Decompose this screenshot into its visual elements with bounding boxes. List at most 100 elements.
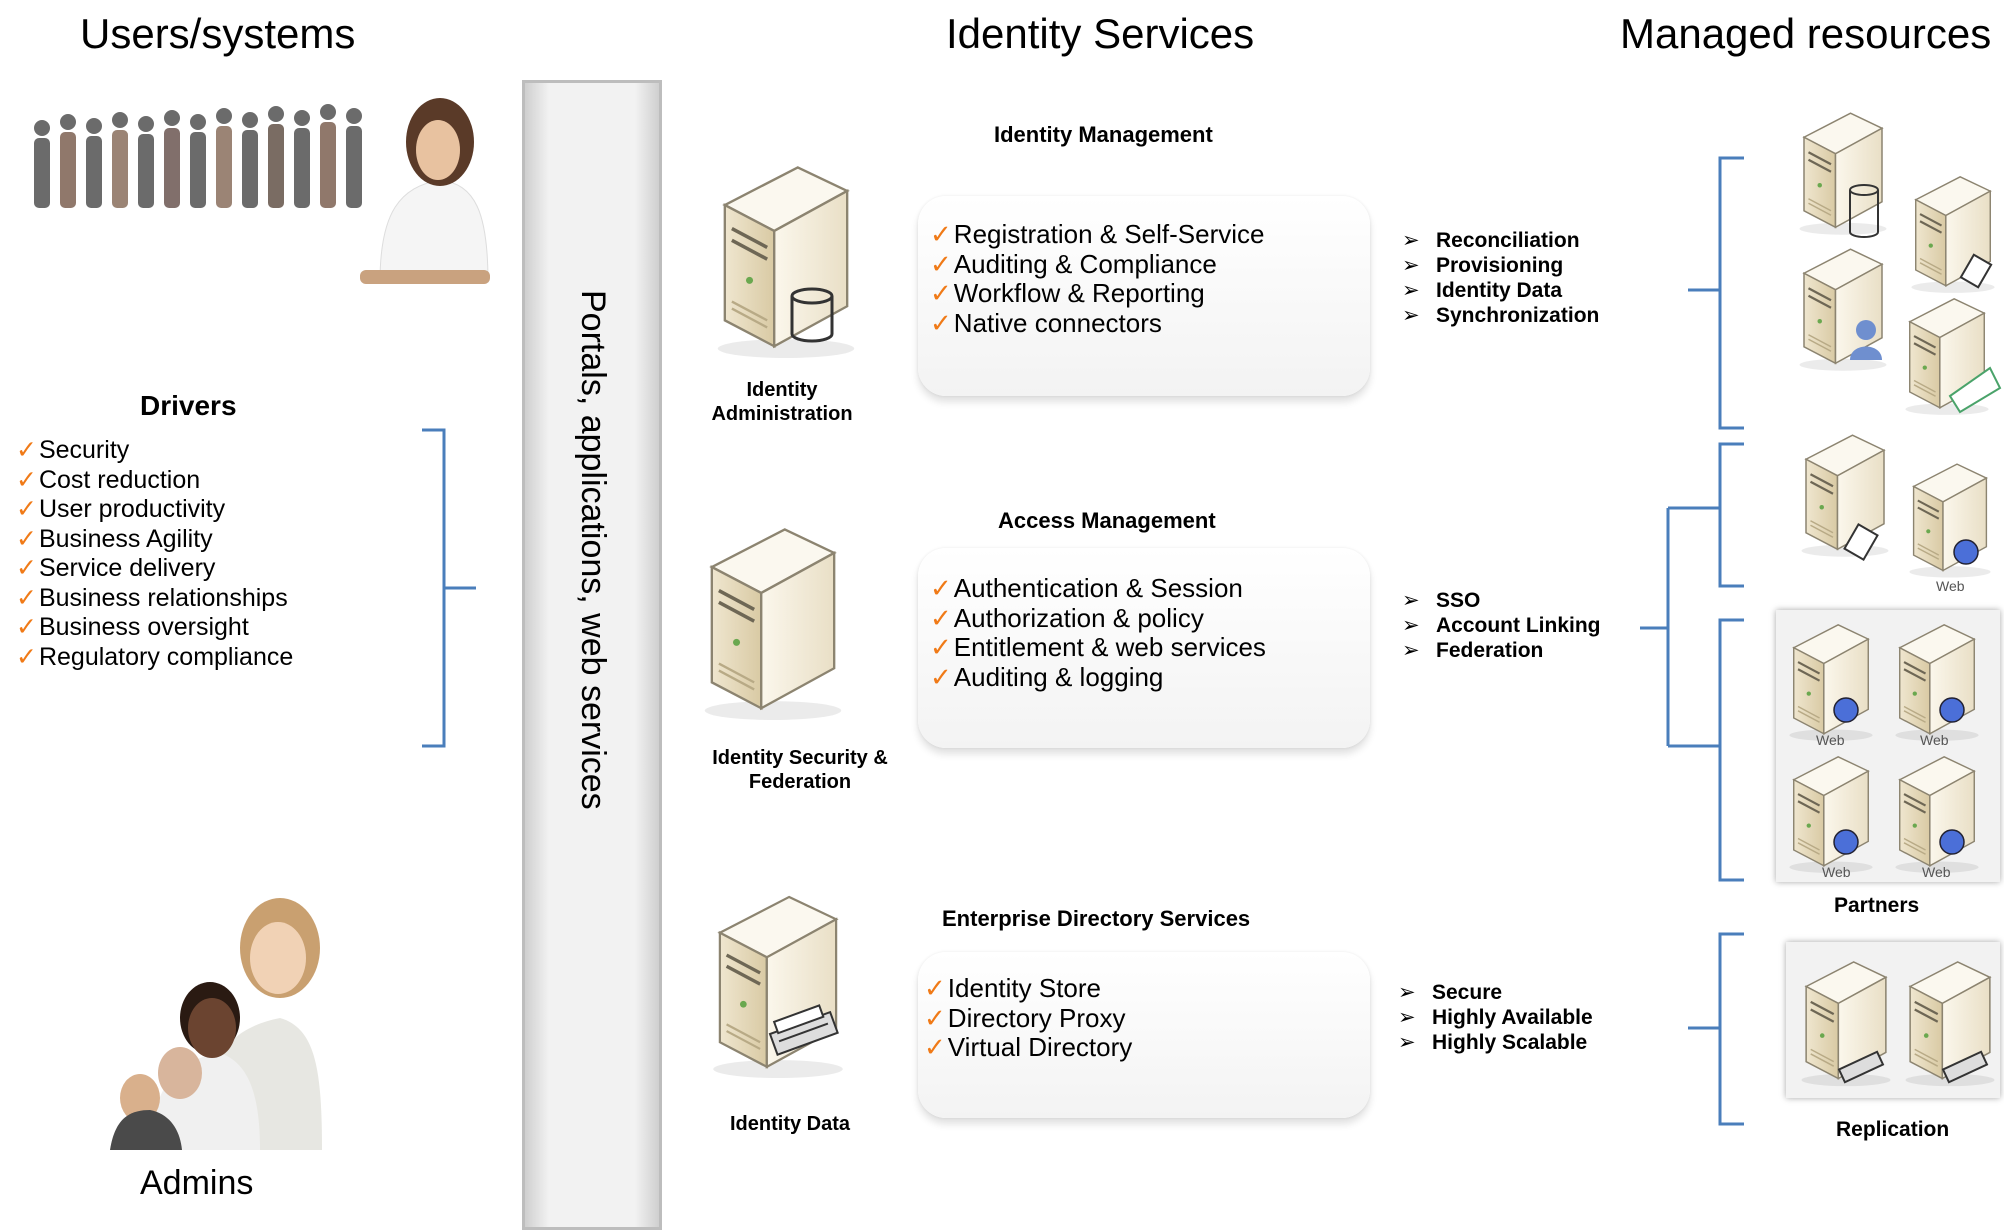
- identity-security-label: Identity Security & Federation: [712, 747, 888, 793]
- access-management-features: ✓Authentication & Session ✓Authorization…: [930, 573, 1266, 692]
- feature-item: ✓Registration & Self-Service: [930, 219, 1265, 249]
- feature-item: ✓Authorization & policy: [930, 602, 1204, 633]
- feature-item: ✓Entitlement & web services: [930, 632, 1266, 662]
- directory-services-title: Enterprise Directory Services: [942, 906, 1251, 931]
- bullet-item: ➢Secure: [1398, 981, 1503, 1004]
- database-icon: [790, 287, 834, 343]
- partners-label: Partners: [1834, 894, 1920, 917]
- driver-item: ✓Regulatory compliance: [16, 642, 294, 671]
- brace-internal-web: [1668, 442, 1744, 588]
- portals-bar: [522, 80, 662, 1230]
- feature-item: ✓Workflow & Reporting: [930, 278, 1205, 308]
- driver-item: ✓Business oversight: [16, 613, 249, 641]
- identity-management-box: [918, 196, 1370, 396]
- users-column-title: Users/systems: [80, 10, 356, 57]
- server-icon: [1798, 112, 1888, 236]
- resource-braces: [1640, 156, 1744, 1126]
- driver-item: ✓User productivity: [16, 495, 226, 523]
- drivers-list: ✓Security ✓Cost reduction ✓User producti…: [16, 436, 293, 672]
- users-group-photo: [34, 98, 490, 284]
- bullet-item: ➢Highly Available: [1398, 1006, 1593, 1029]
- driver-item: ✓Business Agility: [16, 524, 213, 553]
- printer-icon: [1837, 1050, 1885, 1084]
- printer-icon: [1941, 1050, 1989, 1084]
- bullet-item: ➢Synchronization: [1402, 304, 1600, 327]
- bullet-item: ➢Highly Scalable: [1398, 1031, 1588, 1054]
- people-photo: [110, 898, 322, 1150]
- printer-icon: [1948, 366, 2002, 414]
- brace-directory: [1688, 932, 1744, 1126]
- brace-access-management: [1640, 508, 1670, 746]
- identity-management-bullets: ➢Reconciliation ➢Provisioning ➢Identity …: [1402, 228, 1599, 328]
- access-management-title: Access Management: [998, 508, 1216, 533]
- bullet-item: ➢Reconciliation: [1402, 229, 1580, 252]
- resources-column-title: Managed resources: [1620, 10, 1992, 57]
- brace-identity-management: [1688, 156, 1744, 430]
- bullet-item: ➢Identity Data: [1402, 279, 1563, 302]
- globe-icon: [1939, 829, 1965, 855]
- server-icon: [702, 527, 844, 720]
- feature-item: ✓Auditing & logging: [930, 661, 1164, 692]
- bullet-item: ➢Account Linking: [1402, 614, 1601, 637]
- replication-label: Replication: [1836, 1118, 1950, 1141]
- feature-item: ✓Authentication & Session: [930, 573, 1243, 603]
- database-icon: [1849, 184, 1879, 238]
- globe-icon: [1953, 539, 1979, 565]
- printer-icon: [768, 1004, 839, 1056]
- feature-item: ✓Directory Proxy: [924, 1002, 1126, 1033]
- feature-item: ✓Virtual Directory: [924, 1032, 1133, 1062]
- internal-web-servers: [1800, 434, 1992, 578]
- directory-services-box: [918, 952, 1370, 1118]
- feature-item: ✓Native connectors: [930, 307, 1162, 338]
- identity-management-features: ✓Registration & Self-Service ✓Auditing &…: [930, 219, 1265, 338]
- feature-item: ✓Identity Store: [924, 973, 1101, 1003]
- globe-icon: [1833, 697, 1859, 723]
- directory-services-features: ✓Identity Store ✓Directory Proxy ✓Virtua…: [924, 973, 1133, 1063]
- server-icon: [1894, 623, 1980, 742]
- web-label: Web: [1922, 864, 1951, 880]
- identity-admin-label: Identity Administration: [711, 379, 853, 425]
- printer-icon: [1843, 523, 1879, 561]
- identity-data-label: Identity Data: [729, 1113, 851, 1135]
- web-label: Web: [1936, 578, 1965, 594]
- drivers-title: Drivers: [140, 390, 237, 421]
- im-resource-servers: [1798, 112, 2002, 416]
- feature-item: ✓Auditing & Compliance: [930, 248, 1217, 279]
- driver-item: ✓Security: [16, 436, 130, 464]
- identity-management-title: Identity Management: [994, 122, 1213, 147]
- server-icon: [1788, 623, 1874, 742]
- server-icon: [1908, 463, 1992, 578]
- web-label: Web: [1816, 732, 1845, 748]
- printer-icon: [1959, 253, 1993, 289]
- user-icon: [1850, 320, 1882, 360]
- replication-servers: [1800, 960, 1996, 1088]
- driver-item: ✓Service delivery: [16, 554, 216, 582]
- access-management-bullets: ➢SSO ➢Account Linking ➢Federation: [1402, 588, 1601, 663]
- server-icon: [1894, 755, 1980, 874]
- identity-data-server: [711, 895, 845, 1078]
- portals-label: Portals, applications, web services: [574, 290, 612, 810]
- people-photo: [34, 98, 490, 284]
- identity-column-title: Identity Services: [946, 10, 1255, 57]
- identity-security-server: [702, 527, 844, 720]
- bullet-item: ➢SSO: [1402, 589, 1481, 612]
- drivers-brace: [422, 428, 476, 748]
- partner-servers: [1788, 623, 1980, 874]
- globe-icon: [1833, 829, 1859, 855]
- admins-photo: [110, 878, 322, 1150]
- web-label: Web: [1822, 864, 1851, 880]
- globe-icon: [1939, 697, 1965, 723]
- admins-label: Admins: [140, 1164, 254, 1202]
- driver-item: ✓Business relationships: [16, 583, 288, 612]
- woman-portrait: [360, 98, 490, 284]
- access-management-box: [918, 548, 1370, 748]
- bullet-item: ➢Provisioning: [1402, 254, 1564, 277]
- bullet-item: ➢Federation: [1402, 639, 1544, 662]
- brace-partners: [1668, 618, 1744, 882]
- server-icon: [1788, 755, 1874, 874]
- driver-item: ✓Cost reduction: [16, 465, 201, 494]
- web-label: Web: [1920, 732, 1949, 748]
- identity-admin-server: [715, 165, 857, 358]
- directory-services-bullets: ➢Secure ➢Highly Available ➢Highly Scalab…: [1398, 980, 1593, 1055]
- server-icon: [715, 165, 857, 358]
